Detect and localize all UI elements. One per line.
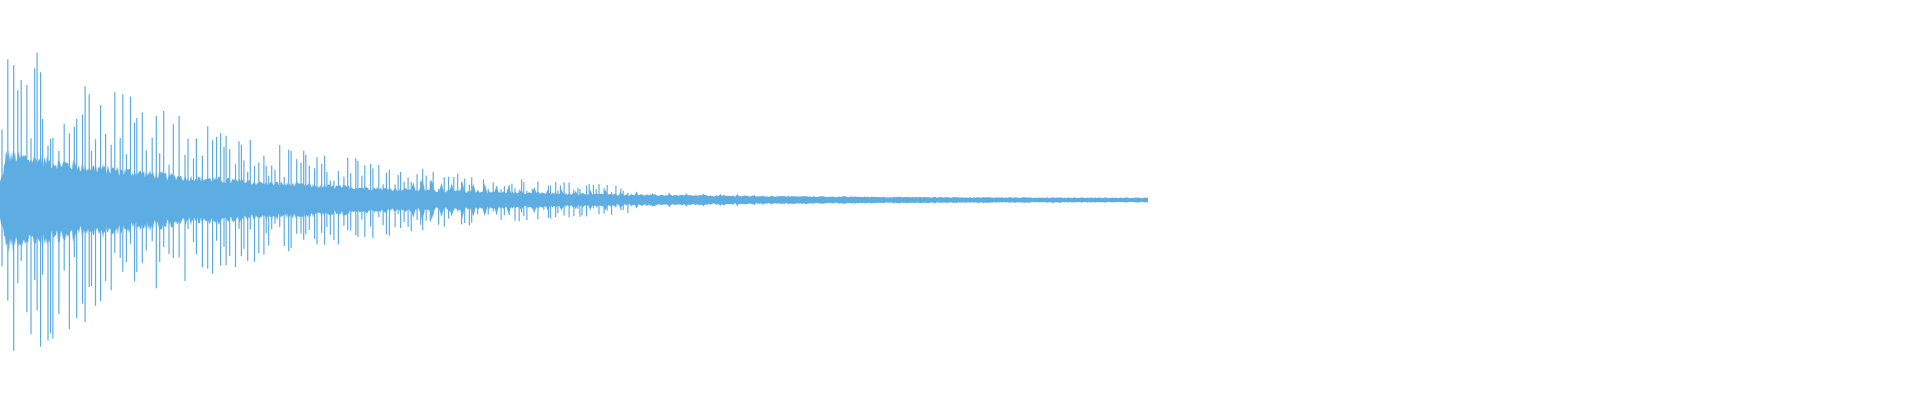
waveform-pulse: [408, 182, 418, 218]
waveform-pulse: [516, 188, 526, 212]
waveform-pulse: [543, 189, 552, 211]
waveform-pulse: [480, 183, 490, 217]
waveform-pulse: [417, 178, 427, 222]
waveform-pulse: [436, 182, 447, 218]
waveform-pulse: [457, 181, 467, 219]
waveform-pulse: [447, 183, 457, 217]
waveform-pulse: [468, 183, 478, 217]
waveform-pulse: [557, 189, 566, 211]
waveform-pulse: [427, 179, 437, 221]
waveform-pulse: [504, 185, 514, 215]
waveform-pulse: [529, 186, 539, 214]
waveform-pulse: [492, 185, 501, 215]
